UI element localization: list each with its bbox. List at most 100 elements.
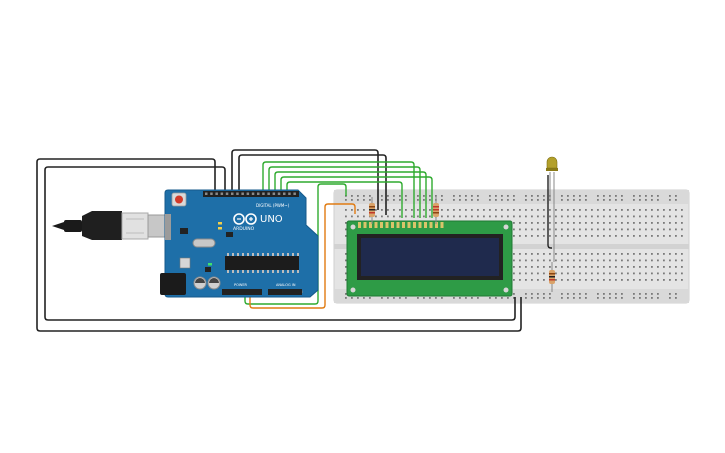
breadboard-hole [399,199,401,201]
breadboard-hole [393,297,395,299]
breadboard-hole [585,297,587,299]
breadboard-hole [633,222,635,224]
lcd-pins[interactable] [358,222,444,228]
breadboard-hole [573,222,575,224]
breadboard-hole [417,195,419,197]
reset-button-cap[interactable] [175,195,183,204]
resistor-icon[interactable] [549,262,555,292]
breadboard-hole [543,195,545,197]
breadboard-hole [579,253,581,255]
breadboard-hole [561,279,563,281]
breadboard-hole [387,209,389,211]
breadboard-hole [681,259,683,262]
breadboard-hole [513,209,515,211]
breadboard-hole [489,199,491,201]
breadboard-hole [423,195,425,197]
lcd-16x2-icon[interactable] [346,220,513,297]
breadboard-hole [615,266,617,268]
breadboard-hole [663,272,665,275]
breadboard-hole [531,235,533,237]
breadboard-hole [561,228,563,231]
breadboard-hole [561,195,563,197]
breadboard-hole [531,272,533,275]
breadboard-hole [579,222,581,224]
breadboard-hole [639,222,641,224]
breadboard-hole [615,293,617,295]
breadboard-hole [549,259,551,262]
chip-leg [262,253,264,256]
breadboard-hole [417,215,419,218]
breadboard-hole [603,199,605,201]
breadboard-hole [663,222,665,224]
breadboard-hole [501,209,503,211]
breadboard-hole [513,272,515,275]
breadboard-hole [669,209,671,211]
breadboard-hole [531,215,533,218]
breadboard-hole [633,259,635,262]
breadboard-hole [669,199,671,201]
breadboard-hole [591,279,593,281]
breadboard-hole [633,253,635,255]
breadboard-hole [531,293,533,295]
atmega-chip [225,256,299,270]
breadboard-hole [633,228,635,231]
breadboard-hole [621,215,623,218]
breadboard-hole [543,228,545,231]
breadboard-hole [639,266,641,268]
breadboard-hole [351,215,353,218]
breadboard-hole [579,209,581,211]
breadboard-hole [507,195,509,197]
lcd-screen [361,238,499,276]
chip-leg [257,270,259,273]
breadboard-hole [615,228,617,231]
analog-header[interactable] [268,289,302,295]
digital-header[interactable] [203,191,299,197]
breadboard-hole [675,279,677,281]
breadboard-hole [531,199,533,201]
breadboard-hole [669,279,671,281]
breadboard-hole [429,209,431,211]
header-pin [283,192,286,195]
power-jack[interactable] [160,273,186,295]
breadboard-hole [519,253,521,255]
resistor-icon[interactable] [433,197,439,224]
usb-cable-icon[interactable] [52,211,167,240]
arduino-uno-board[interactable]: UNO ARDUINO DIGITAL (PWM~) POWER ANALOG … [160,189,319,298]
breadboard-hole [615,195,617,197]
power-header[interactable] [222,289,262,295]
breadboard-hole [669,259,671,262]
orange-wires[interactable] [249,203,356,309]
lcd-pin [369,222,372,228]
chip-leg [272,270,274,273]
breadboard-hole [621,253,623,255]
breadboard-hole [597,297,599,299]
breadboard-hole [681,228,683,231]
black-wires[interactable] [36,149,552,332]
wire-gnd-outer [36,158,522,332]
breadboard-hole [561,293,563,295]
resistor-icon[interactable] [369,197,375,224]
breadboard-hole [453,297,455,299]
breadboard-hole [519,209,521,211]
breadboard-hole [549,266,551,268]
breadboard-hole [627,279,629,281]
breadboard-hole [663,279,665,281]
breadboard-hole [561,235,563,237]
breadboard-hole [597,199,599,201]
led-icon[interactable] [546,156,558,262]
breadboard-hole [609,199,611,201]
breadboard-hole [357,215,359,218]
breadboard-hole [561,253,563,255]
breadboard-hole [471,215,473,218]
breadboard-hole [603,228,605,231]
breadboard-hole [639,199,641,201]
breadboard-hole [597,279,599,281]
breadboard-hole [561,199,563,201]
chip-leg [277,270,279,273]
chip-leg [252,253,254,256]
breadboard-hole [519,259,521,262]
breadboard-hole [399,297,401,299]
breadboard-hole [645,199,647,201]
breadboard-hole [585,272,587,275]
